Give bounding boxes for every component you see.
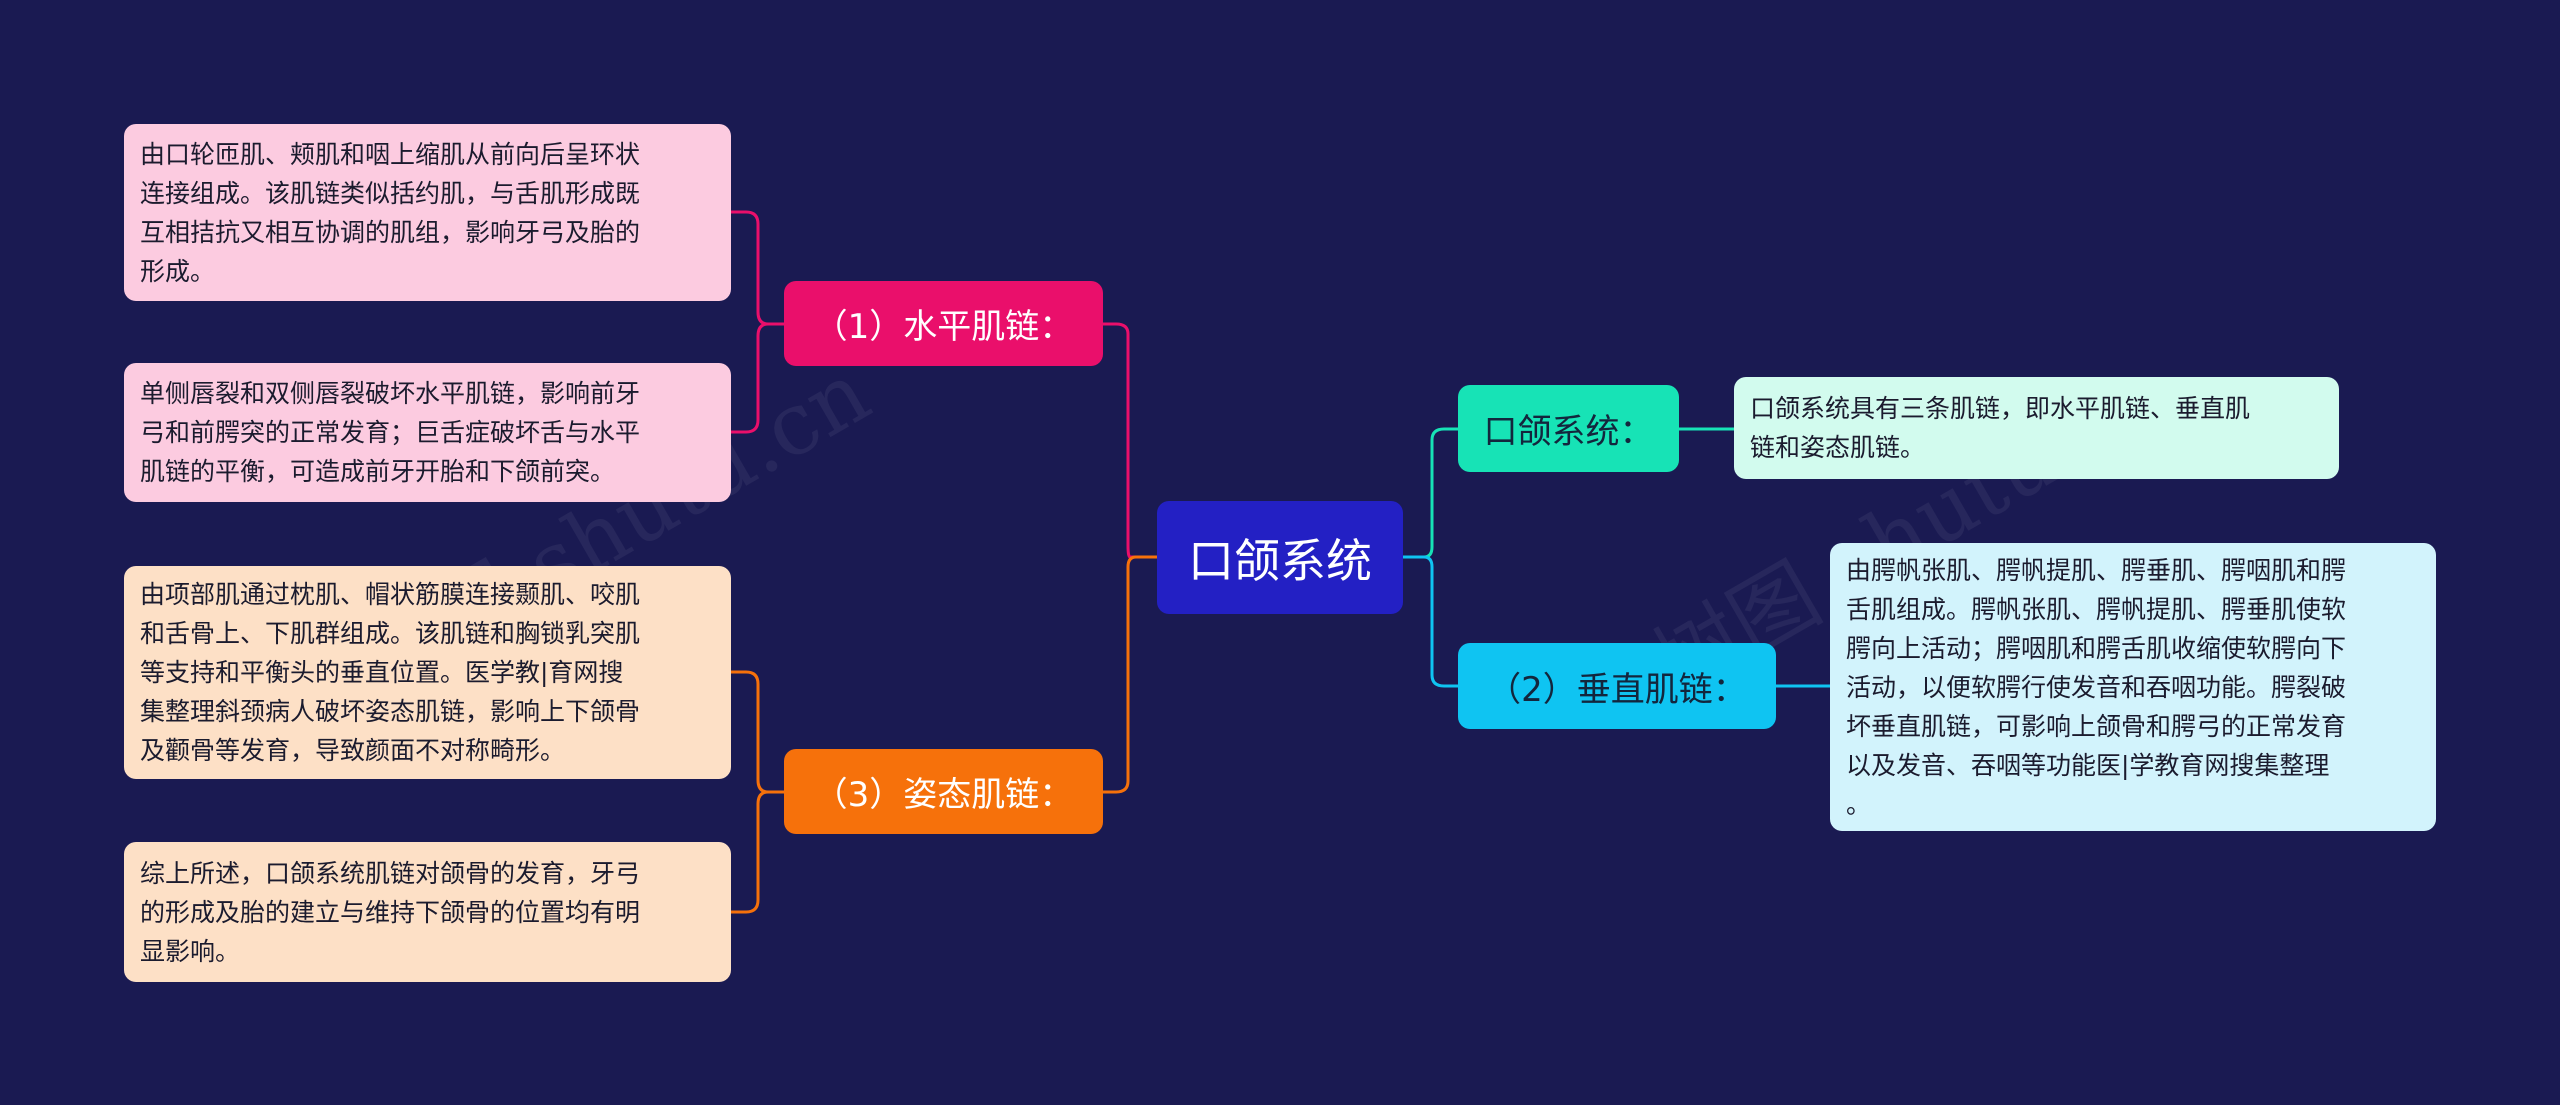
connector-root-system [1403,427,1458,559]
leaf-text: 综上所述，口颌系统肌链对颌骨的发育，牙弓 的形成及胎的建立与维持下颌骨的位置均有… [140,854,640,971]
leaf-line: 形成。 [140,256,216,286]
leaf-line: 口颌系统具有三条肌链，即水平肌链、垂直肌 [1750,394,2251,423]
leaf-line: 以及发音、吞咽等功能医|学教育网搜集整理 [1846,750,2330,780]
branch-label: （2）垂直肌链： [1487,669,1747,710]
branch-horizontal-chain[interactable]: （1）水平肌链： [784,281,1103,366]
connector-horizontal-leaf1 [731,210,784,326]
leaf-text: 由口轮匝肌、颊肌和咽上缩肌从前向后呈环状 连接组成。该肌链类似括约肌，与舌肌形成… [140,135,640,291]
leaf-line: 活动，以便软腭行使发音和吞咽功能。腭裂破 [1846,672,2347,702]
leaf-line: 由腭帆张肌、腭帆提肌、腭垂肌、腭咽肌和腭 [1846,555,2347,585]
connector-posture-leaf1 [731,670,784,794]
leaf-system-1[interactable]: 口颌系统具有三条肌链，即水平肌链、垂直肌 链和姿态肌链。 [1734,377,2339,479]
leaf-posture-2[interactable]: 综上所述，口颌系统肌链对颌骨的发育，牙弓 的形成及胎的建立与维持下颌骨的位置均有… [124,842,731,982]
connector-root-horizontal [1103,322,1157,559]
root-label: 口颌系统 [1188,533,1372,588]
leaf-text: 由腭帆张肌、腭帆提肌、腭垂肌、腭咽肌和腭 舌肌组成。腭帆张肌、腭帆提肌、腭垂肌使… [1846,551,2346,824]
branch-label: （1）水平肌链： [813,307,1074,347]
connector-horizontal-leaf2 [731,322,784,434]
leaf-line: 及颧骨等发育，导致颜面不对称畸形。 [140,736,566,765]
leaf-posture-1[interactable]: 由项部肌通过枕肌、帽状筋膜连接颞肌、咬肌 和舌骨上、下肌群组成。该肌链和胸锁乳突… [124,566,731,779]
leaf-line: 显影响。 [140,936,241,966]
leaf-line: 链和姿态肌链。 [1750,433,1926,462]
connector-root-posture [1103,555,1157,794]
leaf-text: 口颌系统具有三条肌链，即水平肌链、垂直肌 链和姿态肌链。 [1750,389,2250,467]
branch-vertical-chain[interactable]: （2）垂直肌链： [1458,643,1776,729]
connector-root-vertical [1403,555,1458,688]
leaf-line: 综上所述，口颌系统肌链对颌骨的发育，牙弓 [140,858,641,888]
connector-posture-leaf2 [731,790,784,914]
leaf-text: 由项部肌通过枕肌、帽状筋膜连接颞肌、咬肌 和舌骨上、下肌群组成。该肌链和胸锁乳突… [140,575,640,770]
branch-posture-chain[interactable]: （3）姿态肌链： [784,749,1103,834]
leaf-line: 单侧唇裂和双侧唇裂破坏水平肌链，影响前牙 [140,379,641,408]
leaf-line: 坏垂直肌链，可影响上颌骨和腭弓的正常发育 [1846,711,2347,741]
branch-oral-system[interactable]: 口颌系统： [1458,385,1679,472]
leaf-line: 肌链的平衡，可造成前牙开胎和下颌前突。 [140,457,616,486]
branch-label: 口颌系统： [1483,412,1654,452]
leaf-horizontal-1[interactable]: 由口轮匝肌、颊肌和咽上缩肌从前向后呈环状 连接组成。该肌链类似括约肌，与舌肌形成… [124,124,731,301]
leaf-vertical-1[interactable]: 由腭帆张肌、腭帆提肌、腭垂肌、腭咽肌和腭 舌肌组成。腭帆张肌、腭帆提肌、腭垂肌使… [1830,543,2436,831]
leaf-line: 的形成及胎的建立与维持下颌骨的位置均有明 [140,897,641,927]
leaf-line: 互相拮抗又相互协调的肌组，影响牙弓及胎的 [140,217,641,247]
leaf-line: 腭向上活动；腭咽肌和腭舌肌收缩使软腭向下 [1846,633,2347,663]
leaf-line: 。 [1846,789,1872,819]
leaf-line: 舌肌组成。腭帆张肌、腭帆提肌、腭垂肌使软 [1846,594,2347,624]
root-node[interactable]: 口颌系统 [1157,501,1403,614]
leaf-line: 由项部肌通过枕肌、帽状筋膜连接颞肌、咬肌 [140,580,641,609]
leaf-line: 集整理斜颈病人破坏姿态肌链，影响上下颌骨 [140,697,641,726]
leaf-line: 由口轮匝肌、颊肌和咽上缩肌从前向后呈环状 [140,139,641,169]
leaf-line: 等支持和平衡头的垂直位置。医学教|育网搜 [140,658,624,687]
leaf-line: 和舌骨上、下肌群组成。该肌链和胸锁乳突肌 [140,619,641,648]
branch-label: （3）姿态肌链： [813,775,1074,815]
leaf-horizontal-2[interactable]: 单侧唇裂和双侧唇裂破坏水平肌链，影响前牙 弓和前腭突的正常发育；巨舌症破坏舌与水… [124,363,731,502]
leaf-text: 单侧唇裂和双侧唇裂破坏水平肌链，影响前牙 弓和前腭突的正常发育；巨舌症破坏舌与水… [140,374,640,491]
leaf-line: 弓和前腭突的正常发育；巨舌症破坏舌与水平 [140,418,641,447]
leaf-line: 连接组成。该肌链类似括约肌，与舌肌形成既 [140,178,641,208]
